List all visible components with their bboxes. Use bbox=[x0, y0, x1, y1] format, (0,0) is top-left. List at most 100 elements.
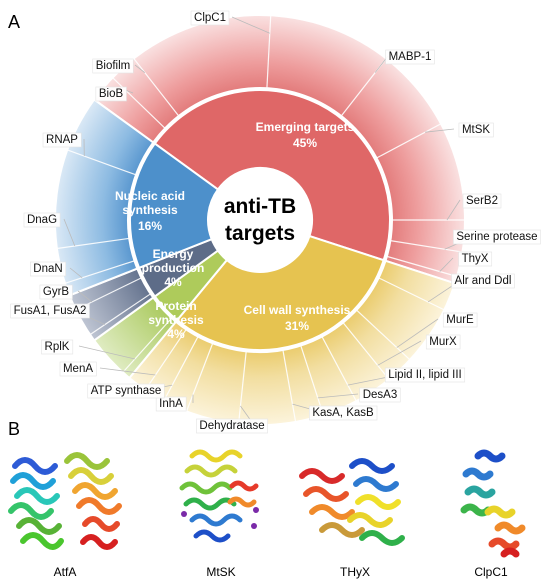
outer-label-mabp-1: MABP-1 bbox=[389, 51, 432, 63]
outer-leader-line bbox=[439, 257, 454, 272]
outer-leader-line bbox=[446, 199, 461, 221]
clpc1-structure-image bbox=[460, 449, 526, 558]
outer-label-box bbox=[155, 396, 187, 412]
inner-percent-protein-synthesis: 4% bbox=[167, 327, 185, 341]
outer-label-box bbox=[458, 251, 493, 267]
outer-label-fusa1-fusa2: FusA1, FusA2 bbox=[14, 305, 87, 317]
outer-label-box bbox=[41, 339, 74, 355]
thyx-structure-image bbox=[299, 458, 405, 546]
inner-label-nucleic-acid-synthesis-0: Nucleic acid bbox=[115, 189, 185, 203]
outer-band-nucleic-acid-synthesis bbox=[54, 98, 155, 297]
protein-label-clpc1: ClpC1 bbox=[474, 565, 508, 579]
outer-divider bbox=[356, 309, 411, 361]
outer-label-rnap: RNAP bbox=[46, 134, 78, 146]
outer-divider bbox=[390, 240, 463, 253]
inner-percent-nucleic-acid-synthesis: 16% bbox=[138, 219, 162, 233]
outer-label-biofilm: Biofilm bbox=[96, 60, 131, 72]
outer-leader-line bbox=[134, 64, 146, 73]
outer-label-dnan: DnaN bbox=[33, 263, 62, 275]
outer-divider bbox=[282, 349, 297, 422]
outer-label-box bbox=[442, 312, 478, 328]
outer-label-lipid-ii-lipid-iii: Lipid II, lipid III bbox=[388, 369, 462, 381]
outer-leader-line bbox=[377, 340, 422, 366]
outer-leader-line bbox=[69, 267, 83, 279]
outer-label-box bbox=[95, 86, 127, 102]
outer-label-thyx: ThyX bbox=[462, 253, 489, 265]
outer-divider bbox=[133, 58, 180, 117]
outer-label-mure: MurE bbox=[446, 314, 474, 326]
outer-divider bbox=[321, 336, 357, 402]
panel-a-letter: A bbox=[8, 12, 21, 32]
inner-percent-energy-production: 4% bbox=[164, 275, 182, 289]
outer-label-box bbox=[196, 418, 268, 434]
outer-label-box bbox=[23, 212, 61, 228]
inner-percent-emerging-targets: 45% bbox=[293, 136, 317, 150]
outer-label-box bbox=[309, 405, 378, 421]
outer-leader-line bbox=[77, 290, 93, 303]
outer-divider bbox=[112, 77, 166, 129]
outer-label-box bbox=[451, 273, 515, 289]
outer-label-box bbox=[453, 229, 541, 245]
outer-label-rplk: RplK bbox=[45, 341, 70, 353]
outer-leader-line bbox=[396, 318, 439, 348]
outer-band-emerging-targets bbox=[92, 14, 466, 285]
outer-label-box bbox=[42, 132, 82, 148]
inner-percent-cell-wall-synthesis: 31% bbox=[285, 319, 309, 333]
inner-label-energy-production-0: Energy bbox=[153, 247, 194, 261]
inner-label-cell-wall-synthesis-0: Cell wall synthesis bbox=[244, 303, 351, 317]
outer-label-gyrb: GyrB bbox=[43, 286, 70, 298]
outer-label-inha: InhA bbox=[159, 398, 183, 410]
outer-leader-line bbox=[317, 393, 359, 399]
center-label-line1: anti-TB bbox=[224, 195, 296, 218]
outer-divider bbox=[378, 277, 445, 311]
inner-label-protein-synthesis-0: Protein bbox=[155, 299, 196, 313]
outer-label-clpc1: ClpC1 bbox=[194, 12, 226, 24]
center-hole bbox=[208, 168, 312, 272]
outer-label-box bbox=[10, 303, 90, 319]
outer-label-box bbox=[59, 361, 97, 377]
outer-label-biob: BioB bbox=[99, 88, 124, 100]
outer-label-kasa-kasb: KasA, KasB bbox=[312, 407, 374, 419]
outer-label-box bbox=[190, 10, 230, 26]
protein-label-atfa: AtfA bbox=[53, 565, 77, 579]
mtsk-structure-image bbox=[179, 449, 259, 543]
outer-label-mtsk: MtSK bbox=[462, 124, 490, 136]
outer-divider bbox=[56, 237, 130, 250]
outer-divider bbox=[376, 123, 442, 159]
outer-leader-line bbox=[231, 16, 270, 34]
inner-label-energy-production-1: production bbox=[142, 261, 205, 275]
outer-label-desa3: DesA3 bbox=[363, 389, 398, 401]
outer-divider bbox=[64, 260, 135, 284]
outer-label-box bbox=[462, 193, 502, 209]
atfa-structure-image bbox=[8, 452, 122, 550]
outer-label-dehydratase: Dehydratase bbox=[199, 420, 264, 432]
outer-leader-line bbox=[425, 128, 455, 133]
center-label-line2: targets bbox=[225, 222, 295, 245]
outer-divider bbox=[300, 345, 324, 416]
outer-label-atp-synthase: ATP synthase bbox=[91, 385, 162, 397]
outer-label-box bbox=[385, 49, 435, 65]
outer-label-dnag: DnaG bbox=[27, 214, 57, 226]
outer-label-serine-protease: Serine protease bbox=[456, 231, 537, 243]
outer-divider bbox=[237, 351, 247, 424]
outer-label-box bbox=[458, 122, 494, 138]
protein-label-thyx: THyX bbox=[340, 565, 370, 579]
outer-divider bbox=[266, 15, 272, 89]
outer-divider bbox=[67, 149, 137, 176]
outer-divider bbox=[185, 343, 214, 412]
outer-label-box bbox=[384, 367, 466, 383]
outer-label-box bbox=[29, 261, 67, 277]
outer-label-mena: MenA bbox=[63, 363, 93, 375]
outer-divider bbox=[342, 322, 390, 380]
outer-label-box bbox=[425, 334, 461, 350]
outer-divider bbox=[144, 329, 187, 391]
outer-ring bbox=[54, 14, 466, 426]
inner-label-nucleic-acid-synthesis-1: synthesis bbox=[122, 203, 178, 217]
outer-divider bbox=[89, 293, 151, 336]
outer-label-box bbox=[39, 284, 73, 300]
outer-label-box bbox=[359, 387, 401, 403]
outer-leader-line bbox=[99, 367, 156, 376]
